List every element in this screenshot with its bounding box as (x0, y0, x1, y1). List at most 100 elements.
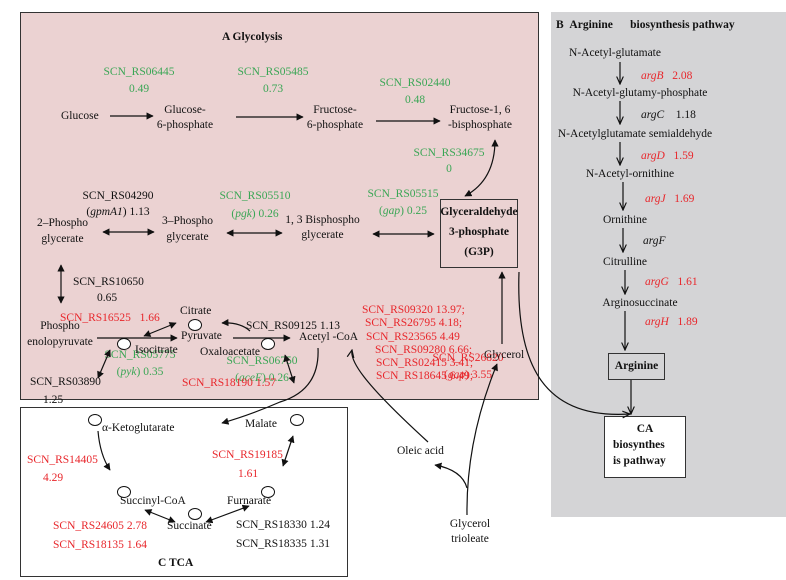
enzyme-value: 0 (446, 163, 452, 175)
enzyme-value: 0.25 (406, 205, 427, 217)
glycolysis-panel (20, 12, 539, 400)
enzyme-value: 0.65 (97, 292, 118, 304)
gene-name: argD (641, 150, 665, 162)
gene-name: argF (643, 235, 666, 247)
arginine-metabolite: Arginosuccinate (602, 297, 678, 309)
metabolite-g3p: 3-phosphate (448, 226, 510, 238)
arg-step: argC 1.18 (641, 109, 696, 122)
arg-step: argB 2.08 (641, 70, 692, 83)
step-value: 1.89 (677, 316, 698, 328)
metabolite-g6p: 6-phosphate (156, 119, 214, 131)
enzyme-id: SCN_RS19185 (212, 449, 283, 461)
tca-enzyme: SCN_RS24605 2.78 (53, 520, 147, 533)
enzyme-id: SCN_RS06445 (103, 66, 175, 78)
metabolite-glycerol-trioleate: trioleate (451, 533, 489, 545)
enzyme-value: 1.25 (43, 394, 64, 406)
gene-name: gap (447, 369, 466, 381)
enzyme-value: 3.55 (471, 369, 492, 381)
metabolite-2pg: glycerate (41, 233, 84, 245)
enzyme-id: SCN_RS09125 (246, 320, 317, 332)
succinate-node (188, 508, 202, 520)
metabolite-f6p: 6-phosphate (306, 119, 364, 131)
enzyme-value: 0.48 (404, 94, 426, 106)
enzyme-id: SCN_RS18190 (182, 377, 253, 389)
enzyme-id: SCN_RS18335 (236, 538, 307, 550)
arginine-metabolite: N-Acetyl-glutamate (569, 47, 661, 59)
gene-name: argB (641, 70, 664, 82)
gene-name: pgk (235, 208, 252, 220)
lipid-enzyme: SCN_RS26795 4.18; (365, 317, 463, 329)
step-value: 1.59 (673, 150, 694, 162)
step-value: 1.61 (677, 276, 698, 288)
gene-name: argG (645, 276, 669, 288)
enzyme-value: 1.66 (139, 312, 160, 324)
lipid-enzyme: SCN_RS02415 3.41; (376, 357, 474, 369)
panel-letter: B (556, 19, 564, 31)
ca-box-line: is pathway (613, 455, 666, 467)
enzyme-gene-value: (pgk) 0.26 (231, 208, 279, 220)
enzyme-value: 0.35 (143, 366, 164, 378)
metabolite-malate: Malate (245, 418, 277, 430)
enzyme-id: SCN_RS05775 (104, 349, 176, 361)
enzyme-gene-value: (gpmA1) 1.13 (86, 206, 150, 218)
lipid-enzyme: SCN_RS09320 13.97; (362, 304, 465, 316)
step-value: 1.69 (674, 193, 695, 205)
enzyme-value: 0.26 (258, 208, 279, 220)
gene-name: gpmA1 (90, 206, 123, 218)
metabolite-fbp: -bisphosphate (448, 119, 512, 131)
enzyme-id: SCN_RS18135 (53, 539, 124, 551)
metabolite-g6p: Glucose- (164, 104, 206, 116)
arginine-metabolite: Ornithine (602, 214, 648, 226)
enzyme-value: 1.13 (129, 206, 150, 218)
enzyme-id: SCN_RS05510 (219, 190, 291, 202)
isocitrate-node (117, 338, 131, 350)
enzyme-id: SCN_RS34675 (413, 147, 485, 159)
metabolite-3pg: glycerate (166, 231, 209, 243)
tca-enzyme: SCN_RS18335 1.31 (236, 538, 330, 551)
enzyme-value: 1.61 (238, 468, 259, 480)
metabolite-glycerol-trioleate: Glycerol (449, 518, 491, 530)
metabolite-3pg: 3–Phospho (161, 215, 214, 227)
enzyme-value: 1.57 (255, 377, 276, 389)
metabolite-fbp: Fructose-1, 6 (449, 104, 511, 116)
metabolite-acetyl-coa: Acetyl -CoA (299, 331, 359, 343)
metabolite-pyruvate: Pyruvate (181, 330, 222, 342)
metabolite-g3p: (G3P) (464, 246, 494, 258)
ca-biosynthesis-box (604, 416, 686, 478)
metabolite-citrate: Citrate (180, 305, 212, 317)
enzyme-id: SCN_RS02440 (379, 77, 451, 89)
ca-box-line: biosynthes (613, 439, 665, 451)
metabolite-bpg: 1, 3 Bisphospho (285, 214, 360, 226)
title-word: Arginine (569, 19, 613, 31)
enzyme-id: SCN_RS16525 (60, 312, 131, 324)
arg-step: argJ 1.69 (645, 193, 694, 206)
enzyme-id: SCN_RS05515 (367, 188, 439, 200)
gene-name: pyk (120, 366, 137, 378)
lipid-enzyme: SCN_RS18645 6.49; (376, 370, 474, 382)
tca-enzyme: SCN_RS16525 1.66 (60, 312, 160, 325)
enzyme-id: SCN_RS24605 (53, 520, 124, 532)
arg-step: argF (643, 235, 666, 248)
enzyme-value: 2.78 (126, 520, 147, 532)
arrow (434, 462, 468, 489)
enzyme-id: SCN_RS10650 (73, 276, 144, 288)
metabolite-f6p: Fructose- (313, 104, 357, 116)
enzyme-value: 4.29 (43, 472, 64, 484)
succinyl-coa-node (117, 486, 131, 498)
lipid-enzyme: SCN_RS09280 6.66; (375, 344, 473, 356)
arginine-title: B Arginine biosynthesis pathway (556, 19, 735, 32)
tca-enzyme: SCN_RS18135 1.64 (53, 539, 147, 552)
arginine-metabolite: N-Acetyl-ornithine (585, 168, 675, 180)
metabolite-akg: α-Ketoglutarate (102, 422, 175, 434)
arginine-metabolite: Arginine (614, 360, 659, 372)
metabolite-g3p: Glyceraldehyde (440, 206, 518, 218)
metabolite-glucose: Glucose (61, 110, 99, 122)
tca-enzyme: SCN_RS09125 1.13 (246, 320, 340, 333)
g3p-box (440, 199, 518, 268)
tca-enzyme: SCN_RS18190 1.57 (182, 377, 276, 390)
furnarate-node (261, 486, 275, 498)
malate-node (290, 414, 304, 426)
metabolite-pep: enolopyruvate (27, 336, 93, 348)
enzyme-value: 0.73 (262, 83, 284, 95)
enzyme-value: 0.49 (128, 83, 150, 95)
